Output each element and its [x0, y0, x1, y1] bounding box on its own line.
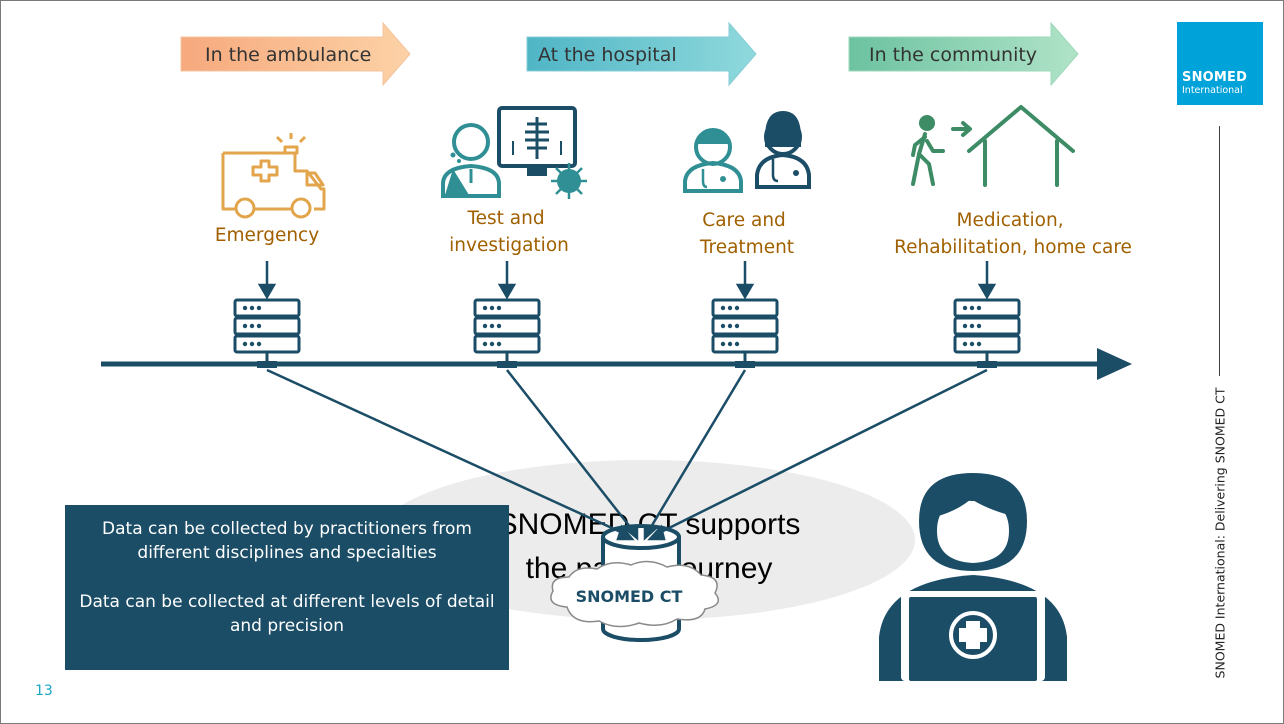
stage-arrow-hospital: At the hospital — [526, 21, 757, 87]
stage-label: In the ambulance — [205, 44, 371, 66]
logo-line1: SNOMED — [1182, 70, 1248, 85]
step-label-line: investigation — [449, 235, 569, 256]
step-label-line: Emergency — [215, 225, 319, 246]
step-label-emergency: Emergency — [215, 225, 319, 246]
side-divider — [1219, 126, 1220, 376]
server-icon — [473, 298, 541, 368]
converging-lines — [266, 368, 988, 541]
timeline-arrow — [101, 348, 1132, 380]
stage-label: At the hospital — [538, 44, 677, 66]
database-label: SNOMED CT — [576, 587, 683, 606]
info-box: Data can be collected by practitioners f… — [65, 505, 509, 670]
info-text-disciplines: Data can be collected by practitioners f… — [102, 519, 472, 563]
step-label-line: Test and — [466, 208, 544, 229]
snomed-logo: SNOMED International — [1177, 22, 1263, 105]
step-label-care: Care and Treatment — [699, 210, 794, 258]
lab-scientist-icon — [441, 106, 587, 199]
doctors-icon — [683, 111, 811, 193]
step-label-line: Care and — [702, 210, 786, 231]
info-text-precision: Data can be collected at different level… — [79, 592, 495, 636]
logo-line2: International — [1182, 85, 1243, 96]
stage-arrow-community: In the community — [848, 21, 1079, 87]
step-label-test: Test and investigation — [449, 208, 569, 256]
server-icon — [953, 298, 1021, 368]
server-icon — [233, 298, 301, 368]
snomed-ct-cloud: SNOMED CT — [550, 560, 720, 628]
page-number: 13 — [35, 683, 53, 699]
step-label-line: Treatment — [699, 237, 794, 258]
stage-arrow-ambulance: In the ambulance — [180, 21, 411, 87]
side-footer-text: SNOMED International: Delivering SNOMED … — [1212, 387, 1228, 679]
step-label-line: Rehabilitation, home care — [894, 237, 1132, 258]
stage-label: In the community — [869, 44, 1037, 66]
step-label-medication: Medication, Rehabilitation, home care — [894, 210, 1132, 258]
label-to-server-arrows — [257, 261, 997, 300]
ambulance-icon — [221, 133, 326, 219]
person-laptop-icon — [879, 473, 1067, 681]
walking-home-icon — [911, 105, 1075, 187]
server-icon — [711, 298, 779, 368]
step-label-line: Medication, — [957, 210, 1064, 231]
